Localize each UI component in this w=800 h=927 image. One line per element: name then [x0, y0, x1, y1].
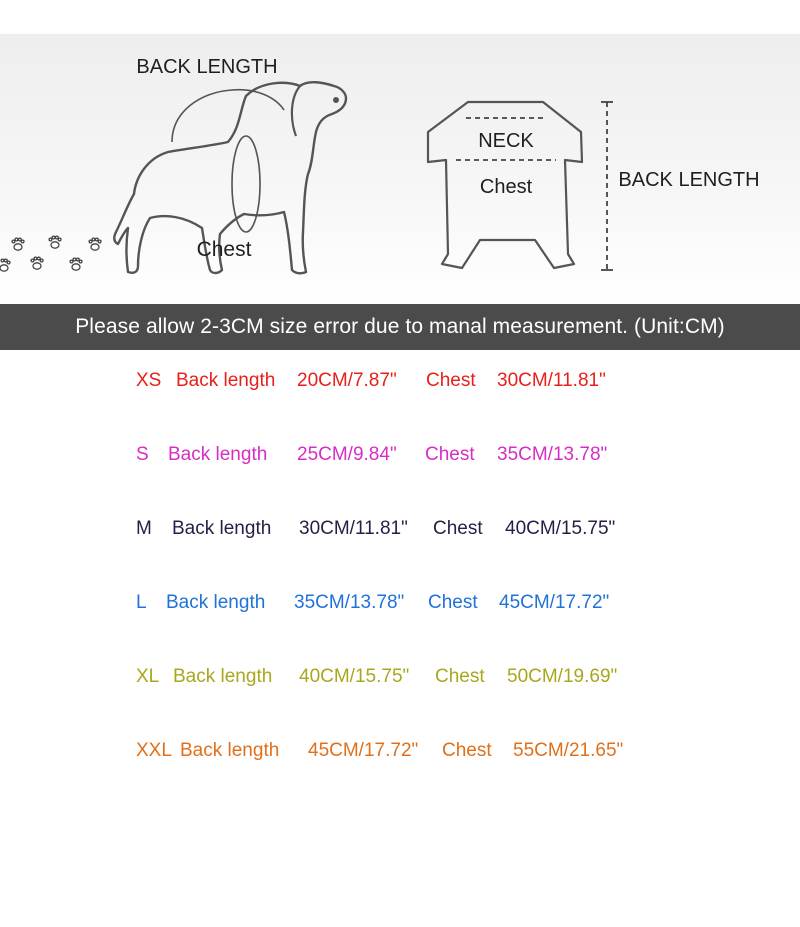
neck-measure-lines [456, 117, 556, 161]
chest-value: 40CM/15.75" [505, 518, 616, 539]
size-code: XXL [136, 740, 172, 761]
size-code: S [136, 444, 149, 465]
back-length-label: Back length [166, 592, 266, 613]
back-length-label: Back length [168, 444, 268, 465]
back-length-value: 45CM/17.72" [308, 740, 419, 761]
chest-label: Chest [428, 592, 478, 613]
chest-value: 30CM/11.81" [497, 370, 606, 391]
chest-value: 35CM/13.78" [497, 444, 608, 465]
size-row-xxl: XXL Back length 45CM/17.72" Chest 55CM/2… [0, 735, 800, 767]
measurement-notice-banner: Please allow 2-3CM size error due to man… [0, 304, 800, 350]
chest-label: Chest [426, 370, 476, 391]
back-length-value: 35CM/13.78" [294, 592, 405, 613]
chest-label: Chest [425, 444, 475, 465]
back-length-arc [171, 88, 285, 143]
size-row-m: M Back length 30CM/11.81" Chest 40CM/15.… [0, 513, 800, 545]
back-length-label: Back length [172, 518, 272, 539]
size-row-s: S Back length 25CM/9.84" Chest 35CM/13.7… [0, 439, 800, 471]
size-row-l: L Back length 35CM/13.78" Chest 45CM/17.… [0, 587, 800, 619]
back-length-value: 20CM/7.87" [297, 370, 397, 391]
chest-value: 55CM/21.65" [513, 740, 624, 761]
dog-back-length-label: BACK LENGTH [136, 56, 277, 78]
garment-silhouette [426, 100, 584, 270]
chest-label: Chest [442, 740, 492, 761]
chest-measure-ellipse [231, 135, 261, 233]
garment-neck-label: NECK [478, 130, 534, 152]
size-row-xs: XS Back length 20CM/7.87" Chest 30CM/11.… [0, 365, 800, 397]
chest-label: Chest [433, 518, 483, 539]
size-row-xl: XL Back length 40CM/15.75" Chest 50CM/19… [0, 661, 800, 693]
garment-chest-label: Chest [480, 176, 533, 198]
dog-chest-label: Chest [197, 238, 252, 261]
back-length-label: Back length [173, 666, 273, 687]
dog-silhouette [113, 81, 348, 275]
back-length-value: 40CM/15.75" [299, 666, 410, 687]
chest-value: 50CM/19.69" [507, 666, 618, 687]
paw-print-icon [0, 235, 102, 272]
size-code: XS [136, 370, 162, 391]
back-length-label: Back length [180, 740, 280, 761]
back-length-value: 30CM/11.81" [299, 518, 408, 539]
back-length-measure-line [601, 101, 613, 271]
size-diagram-panel: BACK LENGTH Chest NECK Chest BACK LENGTH [0, 34, 800, 304]
garment-back-length-label: BACK LENGTH [618, 169, 759, 191]
chest-label: Chest [435, 666, 485, 687]
size-diagram: BACK LENGTH Chest NECK Chest BACK LENGTH [0, 56, 760, 275]
chest-value: 45CM/17.72" [499, 592, 610, 613]
back-length-value: 25CM/9.84" [297, 444, 397, 465]
back-length-label: Back length [176, 370, 276, 391]
measurement-notice-text: Please allow 2-3CM size error due to man… [75, 315, 725, 338]
size-code: L [136, 592, 147, 613]
size-code: XL [136, 666, 160, 687]
size-code: M [136, 518, 152, 539]
